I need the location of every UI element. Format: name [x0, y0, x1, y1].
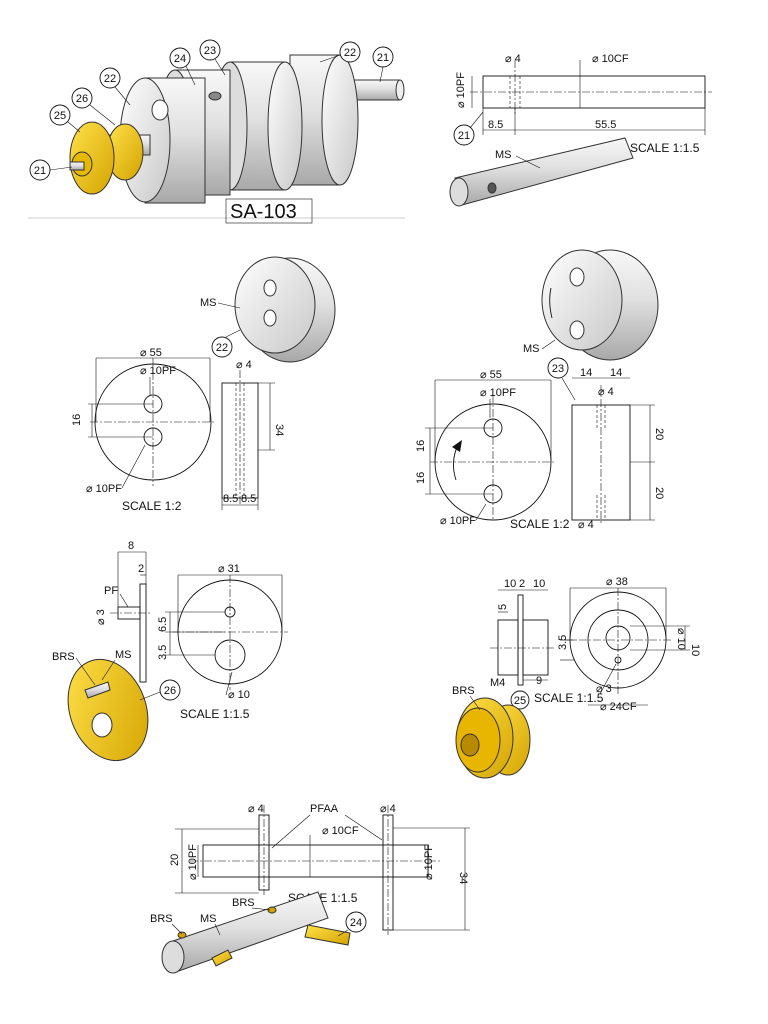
dim-shaft24-right: ⌀ 10PF — [423, 844, 435, 880]
dim-disc22-hole-bot: ⌀ 10PF — [86, 483, 122, 495]
dim-disc23-h2: 20 — [653, 487, 665, 499]
dim-disc22-height: 34 — [273, 424, 285, 436]
scale-disc22: SCALE 1:2 — [122, 499, 182, 513]
material-shaft24-brs-right: BRS — [232, 897, 255, 909]
dim-pulley25-od: ⌀ 38 — [606, 576, 628, 588]
dim-disc26-t2: 2 — [138, 563, 144, 575]
balloon-label: 22 — [104, 73, 116, 85]
material-shaft21: MS — [495, 149, 512, 161]
dim-shaft24-pin-r: ⌀ 4 — [380, 803, 396, 815]
dim-disc23-hole-bot-side: ⌀ 4 — [578, 519, 594, 531]
dim-shaft24-dia: ⌀ 10CF — [322, 825, 359, 837]
balloon-label: 25 — [54, 110, 66, 122]
dim-disc26-od: ⌀ 31 — [218, 563, 240, 575]
pulley-25-iso — [456, 698, 530, 778]
dim-disc26-t1: 8 — [128, 540, 134, 552]
material-disc22: MS — [200, 297, 217, 309]
material-brs: BRS — [52, 651, 75, 663]
scale-disc26: SCALE 1:1.5 — [180, 707, 250, 721]
dim-disc22-pitch: 16 — [71, 414, 83, 426]
material-disc23: MS — [523, 343, 540, 355]
dim-pulley25-groove: 5 — [497, 604, 509, 610]
disc-26-drawing: 8 2 PF ⌀ 3 ⌀ 31 6.5 3.5 ⌀ 10 SCALE 1:1.5… — [52, 540, 288, 772]
dim-shaft24-h: 20 — [169, 854, 181, 866]
dim-disc23-w2: 14 — [610, 367, 622, 379]
dim-pulley25-bore-r: 10 — [689, 644, 701, 656]
dim-pulley25-thread: M4 — [490, 677, 505, 689]
disc-23-iso — [542, 250, 658, 360]
assembly-view: SA-103 24 23 22 22 21 26 25 21 — [28, 40, 405, 223]
disc-22-drawing: MS 22 ⌀ 55 ⌀ 10PF 16 ⌀ 10PF SCALE 1:2 ⌀ … — [71, 257, 335, 513]
dim-disc23-hole-top-side: ⌀ 4 — [598, 386, 614, 398]
shaft-24-iso — [162, 892, 350, 973]
dim-pulley25-w4: 9 — [536, 675, 542, 687]
disc-23-drawing: MS 23 ⌀ 55 ⌀ 10PF 16 16 ⌀ 10PF SCALE 1:2 — [415, 250, 665, 531]
scale-disc23: SCALE 1:2 — [510, 517, 570, 531]
dim-disc23-p2: 16 — [415, 472, 427, 484]
dim-pulley25-w3: 10 — [533, 578, 545, 590]
dim-pulley25-w1: 10 — [504, 578, 516, 590]
dim-disc23-od: ⌀ 55 — [480, 369, 502, 381]
assembly-title: SA-103 — [230, 201, 297, 223]
balloon-shaft21: 21 — [458, 130, 470, 142]
disc-22-iso — [235, 257, 335, 362]
dim-pulley25-off: 3.5 — [557, 635, 569, 650]
dim-pulley25-bore: ⌀ 10 — [675, 628, 687, 650]
balloon-disc26: 26 — [164, 685, 176, 697]
note-pfaa: PFAA — [310, 803, 339, 815]
material-shaft24-brs-left: BRS — [150, 913, 173, 925]
dim-shaft21-left-dia: ⌀ 10PF — [455, 72, 467, 108]
dim-pulley25-hub: ⌀ 24CF — [600, 701, 637, 713]
material-pf: PF — [104, 585, 118, 597]
balloon-label: 22 — [344, 47, 356, 59]
dim-shaft24-total: 34 — [457, 872, 469, 884]
pulley-25-drawing: 10 2 10 5 M4 9 ⌀ 38 ⌀ 10 10 3.5 ⌀ 3 ⌀ 24… — [452, 576, 701, 778]
dim-disc23-h1: 20 — [653, 428, 665, 440]
dim-disc26-bore: ⌀ 10 — [228, 689, 250, 701]
dim-shaft24-left: ⌀ 10PF — [187, 844, 199, 880]
dim-disc22-w1: 8.5 — [223, 493, 238, 505]
dim-disc22-od: ⌀ 55 — [140, 347, 162, 359]
disc-26-iso — [55, 648, 162, 772]
dim-shaft21-hole: ⌀ 4 — [505, 53, 521, 65]
balloon-label: 21 — [377, 52, 389, 64]
dim-disc23-hole-bot: ⌀ 10PF — [440, 515, 476, 527]
balloon-label: 26 — [76, 93, 88, 105]
material-ms: MS — [115, 649, 132, 661]
material-pulley25: BRS — [452, 685, 475, 697]
dim-disc26-o2: 3.5 — [157, 645, 169, 660]
balloon-label: 23 — [204, 45, 216, 57]
dim-disc26-o1: 6.5 — [157, 617, 169, 632]
dim-disc23-hole-top: ⌀ 10PF — [480, 387, 516, 399]
scale-shaft21: SCALE 1:1.5 — [630, 141, 700, 155]
balloon-disc23: 23 — [552, 363, 564, 375]
dim-shaft21-len1: 8.5 — [488, 119, 503, 131]
dim-pulley25-w2: 2 — [519, 578, 525, 590]
balloon-label: 24 — [174, 53, 186, 65]
dim-shaft21-len2: 55.5 — [595, 119, 616, 131]
material-shaft24-ms: MS — [200, 913, 217, 925]
scale-pulley25: SCALE 1:1.5 — [534, 691, 604, 705]
shaft-21-drawing: ⌀ 4 ⌀ 10CF ⌀ 10PF 8.5 55.5 21 MS SCALE 1… — [450, 53, 712, 206]
balloon-label: 21 — [34, 165, 46, 177]
balloon-pulley25: 25 — [514, 695, 526, 707]
balloon-shaft24: 24 — [350, 917, 362, 929]
shaft-21-iso — [450, 138, 633, 206]
dim-disc26-pin: ⌀ 3 — [95, 609, 107, 625]
dim-disc22-hole-top: ⌀ 10PF — [140, 365, 176, 377]
dim-disc22-w2: 8.5 — [241, 493, 256, 505]
dim-disc22-hole: ⌀ 4 — [236, 359, 252, 371]
dim-disc23-w1: 14 — [580, 367, 592, 379]
dim-shaft21-dia: ⌀ 10CF — [592, 53, 629, 65]
dim-disc23-p1: 16 — [415, 440, 427, 452]
shaft-24-drawing: ⌀ 4 ⌀ 4 PFAA ⌀ 10CF 20 ⌀ 10PF ⌀ 10PF 34 … — [150, 803, 470, 973]
dim-shaft24-pin-l: ⌀ 4 — [248, 803, 264, 815]
balloon-disc22: 22 — [216, 342, 228, 354]
